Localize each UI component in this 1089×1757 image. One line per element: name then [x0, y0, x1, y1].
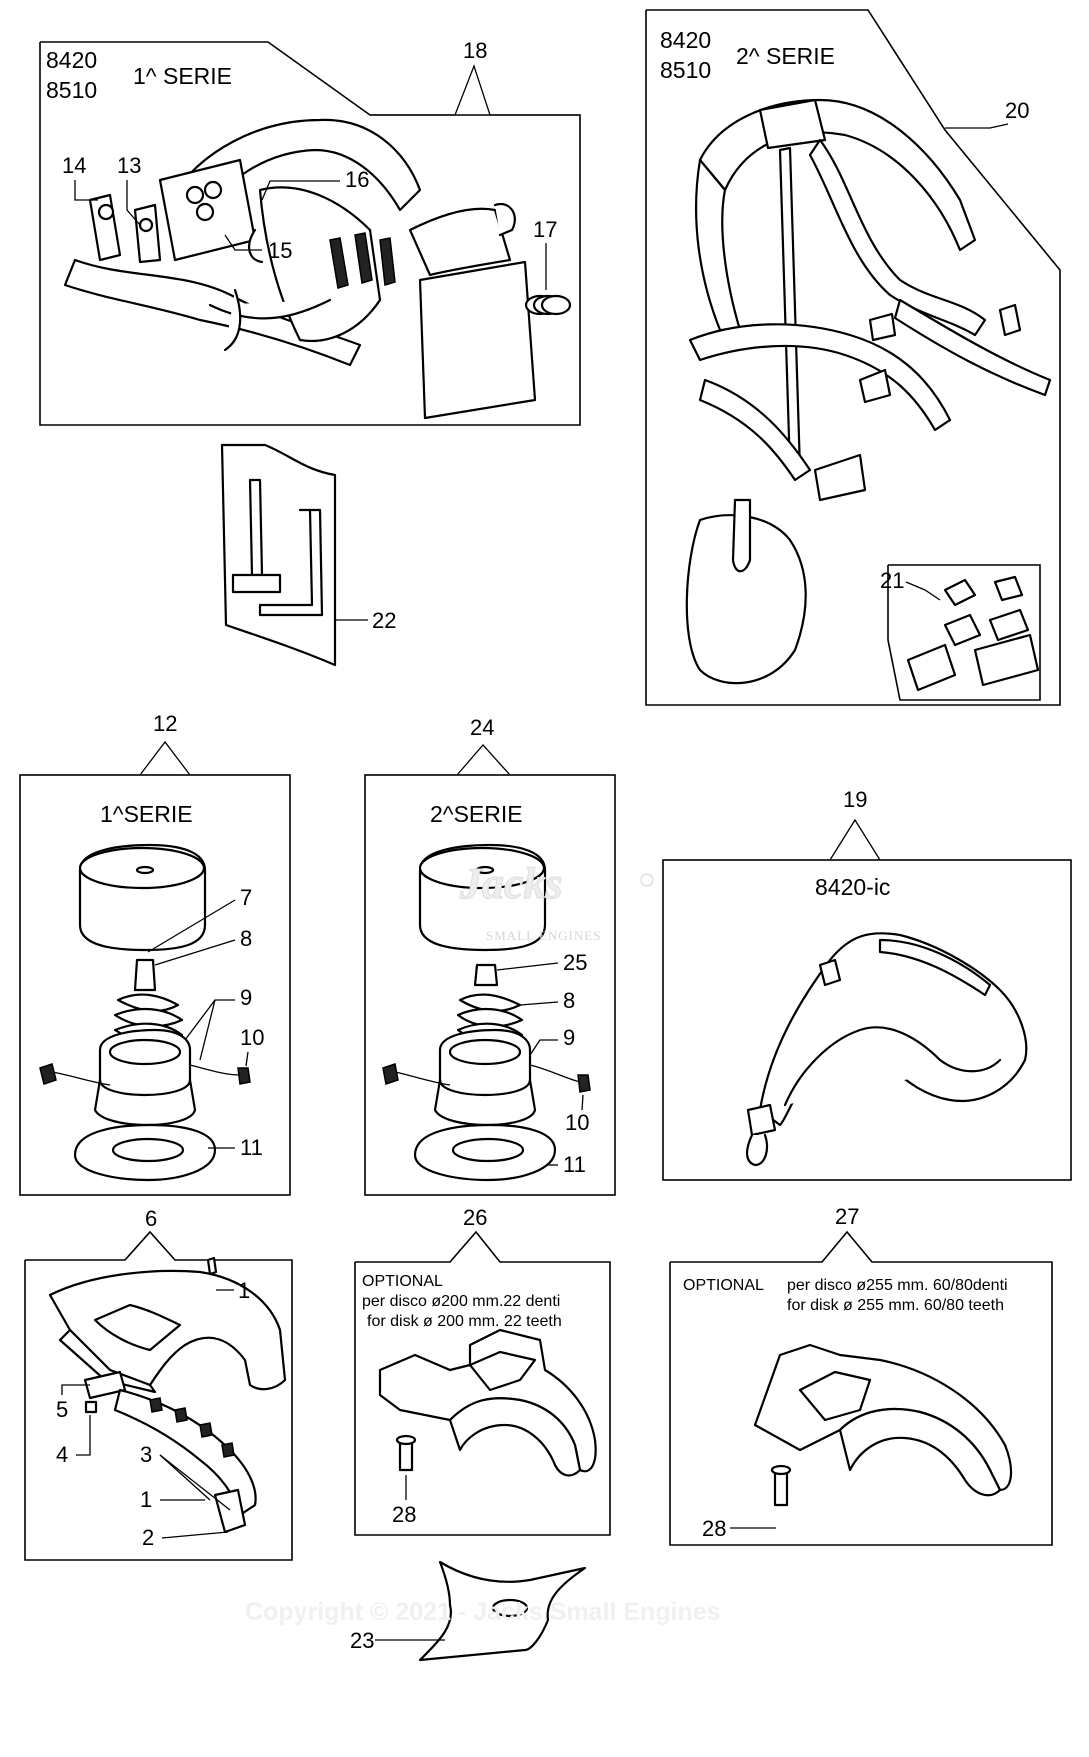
optional-200-line-it: per disco ø200 mm.22 denti — [362, 1293, 560, 1310]
trimmer-head-1-panel: 12 1^SERIE 7 8 9 10 11 — [19, 711, 291, 1196]
optional-255-label: OPTIONAL — [683, 1277, 764, 1294]
head2-callout-10: 10 — [565, 1110, 589, 1135]
strap-illustration — [746, 932, 1028, 1167]
callout-20: 20 — [1005, 98, 1029, 123]
callout-12: 12 — [153, 711, 177, 736]
guard-callout-4: 4 — [56, 1442, 68, 1467]
tool-22: 22 — [220, 443, 396, 667]
blade-23: 23 — [350, 1560, 587, 1662]
optional-200-label: OPTIONAL — [362, 1273, 443, 1290]
head2-series-label: 2^SERIE — [430, 801, 523, 827]
guard-callout-1-top: 1 — [238, 1278, 250, 1303]
guard-callout-5: 5 — [56, 1397, 68, 1422]
shoulder-strap-panel: 19 8420-ic — [662, 787, 1072, 1181]
optional-255-line-en: for disk ø 255 mm. 60/80 teeth — [787, 1297, 1004, 1314]
guard-callout-1-bottom: 1 — [140, 1487, 152, 1512]
buckle-set-21 — [887, 564, 1041, 701]
head2-callout-11: 11 — [563, 1152, 586, 1177]
guard-callout-2: 2 — [142, 1525, 154, 1550]
panel2-model-8420: 8420 — [660, 27, 711, 53]
panel-model-8420: 8420 — [46, 47, 97, 73]
optional-guard-255-panel: 27 OPTIONAL per disco ø255 mm. 60/80dent… — [669, 1204, 1053, 1546]
head2-callout-9: 9 — [563, 1025, 575, 1050]
callout-15: 15 — [268, 238, 292, 263]
harness-2-serie-panel: 8420 8510 2^ SERIE 20 — [645, 9, 1061, 706]
watermark-logo: Jacks SMALL ENGINES — [459, 859, 654, 943]
head2-callout-8: 8 — [563, 988, 575, 1013]
callout-6: 6 — [145, 1206, 157, 1231]
callout-17: 17 — [533, 217, 557, 242]
optional-guard-255-illustration — [753, 1343, 1013, 1507]
callout-26: 26 — [463, 1205, 487, 1230]
watermark-logo-sub: SMALL ENGINES — [486, 928, 601, 943]
head2-illustration — [382, 843, 591, 1182]
callout-19: 19 — [843, 787, 867, 812]
head1-callout-7: 7 — [240, 885, 252, 910]
head1-callout-10: 10 — [240, 1025, 264, 1050]
head1-callout-8: 8 — [240, 926, 252, 951]
panel2-series-label: 2^ SERIE — [736, 43, 835, 69]
strap-model-label: 8420-ic — [815, 874, 890, 900]
head1-illustration — [39, 843, 251, 1182]
watermark-logo-word: Jacks — [459, 859, 563, 908]
optional-255-line-it: per disco ø255 mm. 60/80denti — [787, 1277, 1008, 1294]
harness-1-illustration — [63, 118, 572, 420]
watermark-copyright: Copyright © 2021 - Jacks Small Engines — [245, 1598, 721, 1626]
harness-2-illustration — [685, 98, 1052, 685]
callout-27: 27 — [835, 1204, 859, 1229]
head1-series-label: 1^SERIE — [100, 801, 193, 827]
panel-series-label: 1^ SERIE — [133, 63, 232, 89]
callout-24: 24 — [470, 715, 494, 740]
panel2-model-8510: 8510 — [660, 57, 711, 83]
optional-200-line-en: for disk ø 200 mm. 22 teeth — [367, 1313, 562, 1330]
head1-callout-9: 9 — [240, 985, 252, 1010]
head2-callout-25: 25 — [563, 950, 587, 975]
trimmer-head-2-panel: 24 2^SERIE 25 8 9 10 11 — [364, 715, 616, 1196]
callout-16: 16 — [345, 167, 369, 192]
callout-22: 22 — [372, 608, 396, 633]
optional-guard-200-illustration — [378, 1328, 597, 1477]
callout-18: 18 — [463, 38, 487, 63]
guard-assembly-panel: 6 1 5 4 3 1 2 — [24, 1206, 293, 1561]
callout-21: 21 — [880, 568, 904, 593]
panel-model-8510: 8510 — [46, 77, 97, 103]
guard-callout-3: 3 — [140, 1442, 152, 1467]
callout-13: 13 — [117, 153, 141, 178]
harness-1-serie-panel: 8420 8510 1^ SERIE 18 — [39, 38, 581, 426]
guard-illustration — [48, 1256, 287, 1534]
head1-callout-11: 11 — [240, 1135, 263, 1160]
optional-255-callout-28: 28 — [702, 1516, 726, 1541]
optional-guard-200-panel: 26 OPTIONAL per disco ø200 mm.22 denti f… — [354, 1205, 611, 1536]
callout-23: 23 — [350, 1628, 374, 1653]
optional-200-callout-28: 28 — [392, 1502, 416, 1527]
callout-14: 14 — [62, 153, 86, 178]
